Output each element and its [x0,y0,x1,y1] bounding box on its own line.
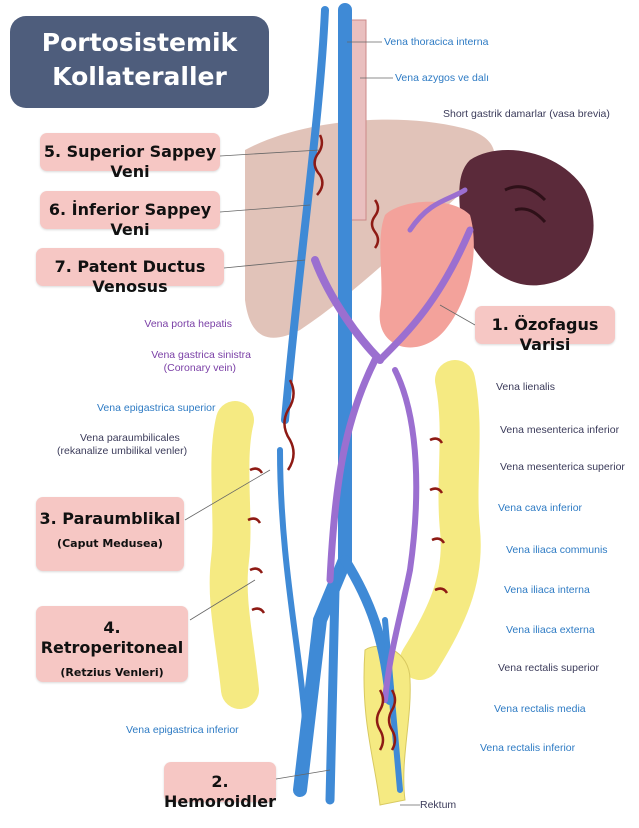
label-mesenterica-superior: Vena mesenterica superior [500,461,625,473]
box-inferior-sappey-text: 6. İnferior Sappey Veni [40,200,220,240]
label-gastrica-sinistra: Vena gastrica sinistra [110,349,251,361]
label-iliaca-interna: Vena iliaca interna [504,584,590,596]
label-lienalis: Vena lienalis [496,381,555,393]
label-rectalis-media: Vena rectalis media [494,703,586,715]
label-short-gastrik: Short gastrik damarlar (vasa brevia) [443,108,610,120]
box-inferior-sappey: 6. İnferior Sappey Veni [40,191,220,229]
label-paraumbilicales: Vena paraumbilicales [80,432,180,444]
box-patent-ductus-text: 7. Patent Ductus Venosus [36,257,224,297]
label-rektum: Rektum [420,799,456,811]
label-rectalis-inferior: Vena rectalis inferior [480,742,575,754]
box-ozofagus-text: 1. Özofagus Varisi [475,315,615,355]
box-retroperitoneal: 4. Retroperitoneal (Retzius Venleri) [36,606,188,682]
label-iliaca-communis: Vena iliaca communis [506,544,608,556]
box-paraumblikal: 3. Paraumblikal (Caput Medusea) [36,497,184,571]
label-coronary-vein: (Coronary vein) [110,362,236,374]
title-line-2: Kollateraller [10,60,269,94]
title-line-1: Portosistemik [10,26,269,60]
box-retroperitoneal-title: 4. Retroperitoneal [36,618,188,658]
label-azygos: Vena azygos ve dalı [395,72,489,84]
label-mesenterica-inferior: Vena mesenterica inferior [500,424,619,436]
label-thoracica-interna: Vena thoracica interna [384,36,489,48]
label-epigastrica-superior: Vena epigastrica superior [97,402,216,414]
label-porta-hepatis: Vena porta hepatis [120,318,232,330]
diagram-title: Portosistemik Kollateraller [10,16,269,108]
label-epigastrica-inferior: Vena epigastrica inferior [126,724,239,736]
box-paraumblikal-sub: (Caput Medusea) [36,537,184,551]
box-paraumblikal-title: 3. Paraumblikal [36,509,184,529]
box-hemoroidler: 2. Hemoroidler [164,762,276,802]
box-retroperitoneal-sub: (Retzius Venleri) [36,666,188,680]
box-superior-sappey-text: 5. Superior Sappey Veni [40,142,220,182]
esophagus-shape [350,20,366,220]
label-rectalis-superior: Vena rectalis superior [498,662,599,674]
spleen-shape [459,150,593,285]
label-rekanalize: (rekanalize umbilikal venler) [57,445,187,457]
vena-epigastrica-inferior [280,450,305,720]
descending-colon [420,380,461,660]
vena-mesenterica-superior [330,360,375,580]
box-hemoroidler-text: 2. Hemoroidler [164,772,276,812]
ascending-colon [229,420,240,690]
box-patent-ductus: 7. Patent Ductus Venosus [36,248,224,286]
box-superior-sappey: 5. Superior Sappey Veni [40,133,220,171]
stomach-shape [380,202,474,348]
label-cava-inferior: Vena cava inferior [498,502,582,514]
label-iliaca-externa: Vena iliaca externa [506,624,595,636]
box-ozofagus: 1. Özofagus Varisi [475,306,615,344]
